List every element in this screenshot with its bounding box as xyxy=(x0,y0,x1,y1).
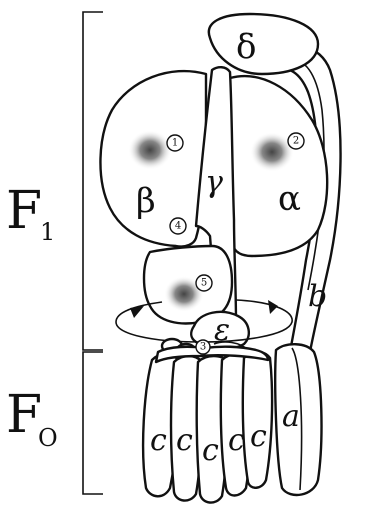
catalytic-site-spot-2 xyxy=(250,132,294,172)
b-label: b xyxy=(308,279,327,314)
c-label-1: c xyxy=(150,423,167,458)
f1-label: F xyxy=(6,181,42,241)
site-marker-2: 2 xyxy=(288,133,304,149)
svg-text:4: 4 xyxy=(175,221,181,232)
f1-subscript: 1 xyxy=(40,218,55,246)
site-marker-3: 3 xyxy=(196,340,210,354)
svg-text:2: 2 xyxy=(293,136,299,147)
svg-text:1: 1 xyxy=(172,138,178,149)
fo-subscript: O xyxy=(38,424,58,452)
svg-text:5: 5 xyxy=(201,278,207,289)
alpha-label: α xyxy=(278,179,301,219)
delta-label: δ xyxy=(236,27,256,67)
c-label-3: c xyxy=(202,433,219,468)
epsilon-label: ε xyxy=(214,313,230,348)
c-label-5: c xyxy=(250,419,267,454)
f1-bracket xyxy=(83,12,103,350)
a-label: a xyxy=(282,399,300,434)
svg-text:3: 3 xyxy=(200,342,206,353)
site-marker-1: 1 xyxy=(167,135,183,151)
site-marker-5: 5 xyxy=(196,275,212,291)
c-label-2: c xyxy=(176,423,193,458)
fo-label: F xyxy=(6,385,42,445)
delta-subunit xyxy=(209,14,318,74)
c-label-4: c xyxy=(228,423,245,458)
beta-label: β xyxy=(136,181,156,221)
gamma-label: γ xyxy=(205,165,223,200)
catalytic-site-spot-1 xyxy=(128,130,172,170)
site-marker-4: 4 xyxy=(170,218,186,234)
fo-bracket xyxy=(83,352,103,494)
